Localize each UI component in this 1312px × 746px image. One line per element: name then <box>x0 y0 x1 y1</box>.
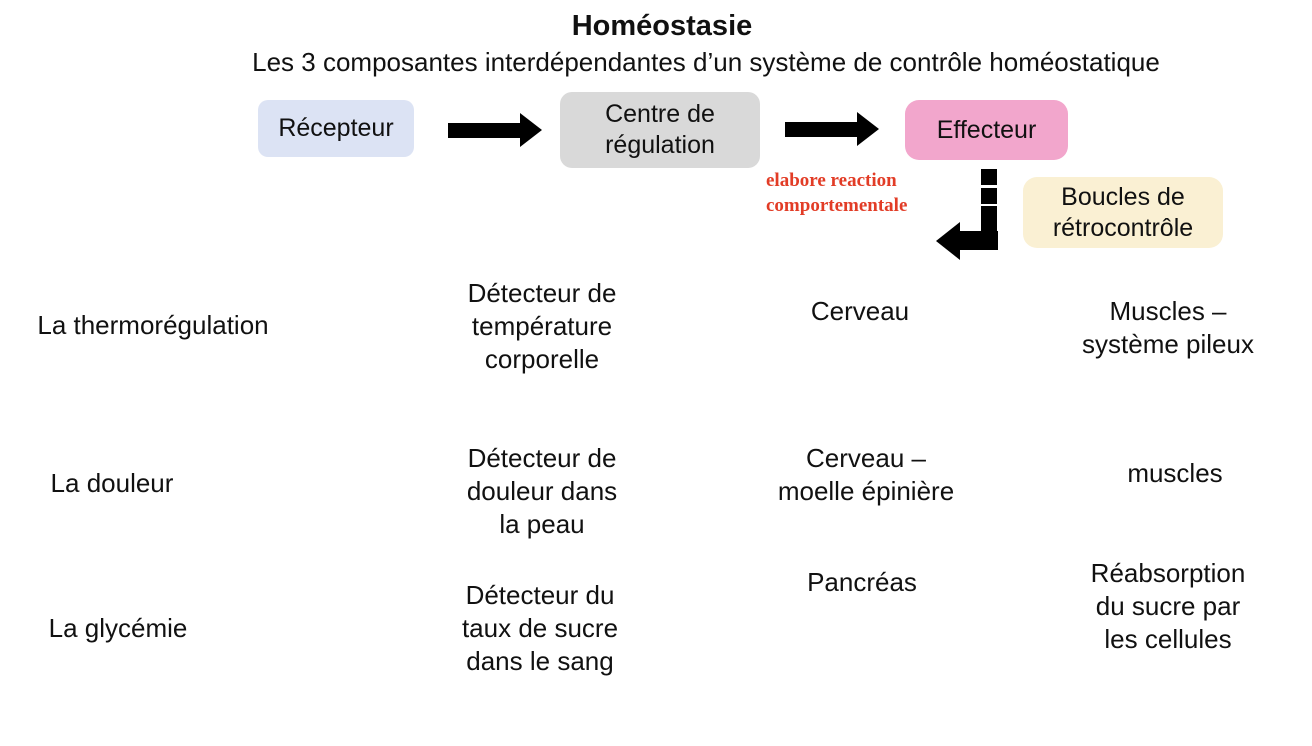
effector-cell: muscles <box>1127 458 1223 488</box>
page-subtitle: Les 3 composantes interdépendantes d’un … <box>252 47 1160 77</box>
effector-cell: Muscles – système pileux <box>1082 296 1254 359</box>
control-center-box: Centre de régulation <box>560 92 760 168</box>
feedback-loop-label: Boucles de rétrocontrôle <box>1052 182 1194 242</box>
system-label: La thermorégulation <box>37 310 269 340</box>
control-center-label: Centre de régulation <box>605 100 715 159</box>
behavioral-reaction-annotation: elabore reaction comportementale <box>766 170 908 216</box>
right-arrow-head-icon <box>857 112 879 146</box>
right-arrow-head-icon <box>520 113 542 147</box>
receptor-box: Récepteur <box>258 100 414 157</box>
receptor-cell: Détecteur de température corporelle <box>467 278 617 374</box>
page-title: Homéostasie <box>571 10 753 42</box>
receptor-cell: Détecteur de douleur dans la peau <box>466 443 618 539</box>
control-center-cell: Cerveau <box>810 296 910 326</box>
right-arrow-icon <box>448 123 520 138</box>
right-arrow-icon <box>785 122 857 137</box>
effector-cell: Réabsorption du sucre par les cellules <box>1090 558 1246 654</box>
control-center-cell: Cerveau – moelle épinière <box>777 443 955 506</box>
effector-label: Effecteur <box>936 115 1037 144</box>
control-center-cell: Pancréas <box>807 567 917 597</box>
receptor-label: Récepteur <box>278 114 394 142</box>
feedback-loop-box: Boucles de rétrocontrôle <box>1023 177 1223 248</box>
receptor-cell: Détecteur du taux de sucre dans le sang <box>461 580 619 676</box>
system-label: La douleur <box>50 468 174 498</box>
system-label: La glycémie <box>48 613 188 643</box>
effector-box: Effecteur <box>905 100 1068 160</box>
